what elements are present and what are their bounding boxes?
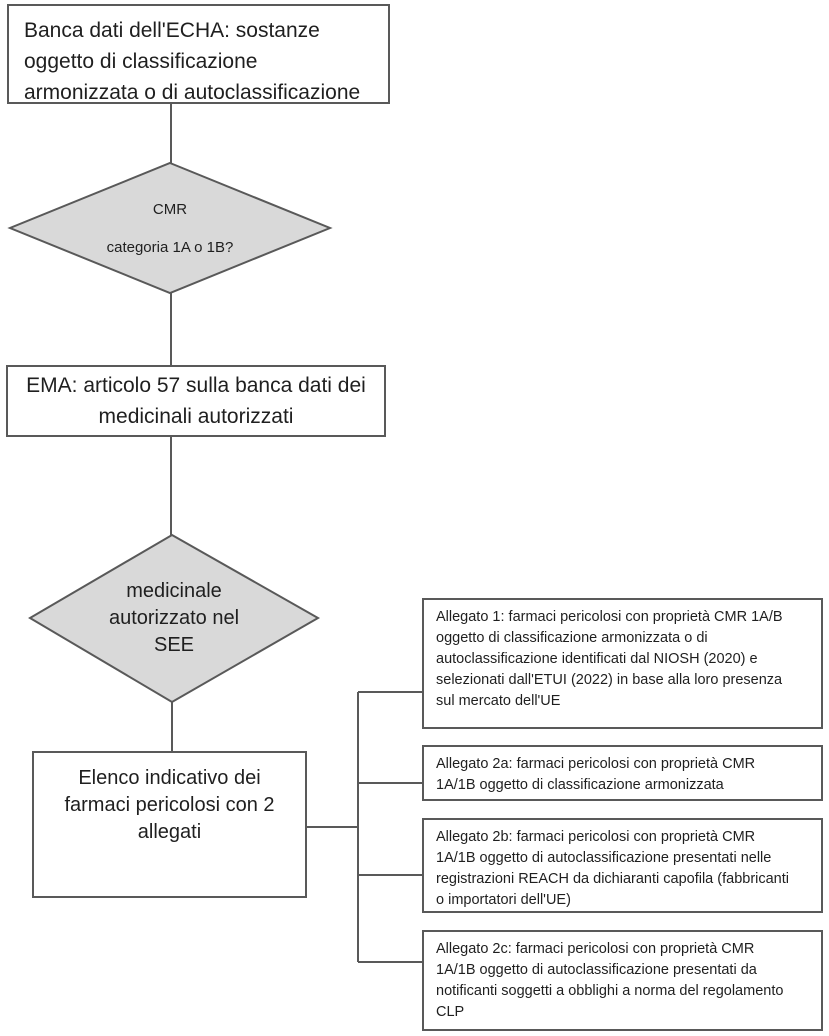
ema-article57-box: EMA: articolo 57 sulla banca dati dei me… [6,365,386,437]
text-line: CLP [436,1004,465,1020]
text-line: EMA: articolo 57 sulla banca dati dei [26,374,366,397]
text-line: armonizzata o di autoclassificazione [24,81,361,104]
text-line: Allegato 2a: farmaci pericolosi con prop… [436,756,756,772]
text-line: Allegato 1: farmaci pericolosi con propr… [436,609,783,625]
text-line: 1A/1B oggetto di autoclassificazione pre… [436,962,757,978]
text-line: medicinali autorizzati [98,405,294,428]
text-line: 1A/1B oggetto di autoclassificazione pre… [436,850,772,866]
see-decision-label: medicinale autorizzato nel SEE [30,535,318,702]
text-line: Banca dati dell'ECHA: sostanze [24,19,320,42]
text-line: notificanti soggetti a obblighi a norma … [436,983,784,999]
text-line: categoria 1A o 1B? [106,238,234,256]
elenco-indicativo-box: Elenco indicativo dei farmaci pericolosi… [32,751,307,898]
allegato-1-box: Allegato 1: farmaci pericolosi con propr… [422,598,823,729]
text-line: autoclassificazione identificati dal NIO… [436,651,758,667]
text-line: o importatori dell'UE) [436,892,571,908]
text-line: Elenco indicativo dei [78,767,261,789]
allegato-2b-box: Allegato 2b: farmaci pericolosi con prop… [422,818,823,913]
cmr-decision-label: CMR categoria 1A o 1B? [10,163,330,293]
text-line: Allegato 2b: farmaci pericolosi con prop… [436,829,756,845]
text-line: sul mercato dell'UE [436,693,561,709]
text-line: SEE [153,634,195,656]
text-line: registrazioni REACH da dichiaranti capof… [436,871,789,887]
text-line: CMR [152,200,188,218]
text-line: autorizzato nel [108,607,240,629]
text-line: Allegato 2c: farmaci pericolosi con prop… [436,941,755,957]
allegato-2c-box: Allegato 2c: farmaci pericolosi con prop… [422,930,823,1031]
text-line: farmaci pericolosi con 2 [64,794,275,816]
text-line: allegati [137,821,202,843]
text-line: oggetto di classificazione [24,50,258,73]
allegato-2a-box: Allegato 2a: farmaci pericolosi con prop… [422,745,823,801]
echa-database-box: Banca dati dell'ECHA: sostanze oggetto d… [7,4,390,104]
text-line: oggetto di classificazione armonizzata o… [436,630,708,646]
text-line: medicinale [126,580,222,602]
see-decision-diamond [28,533,321,704]
cmr-decision-diamond [7,161,333,295]
text-line: 1A/1B oggetto di classificazione armoniz… [436,777,724,793]
text-line: selezionati dall'ETUI (2022) in base all… [436,672,783,688]
